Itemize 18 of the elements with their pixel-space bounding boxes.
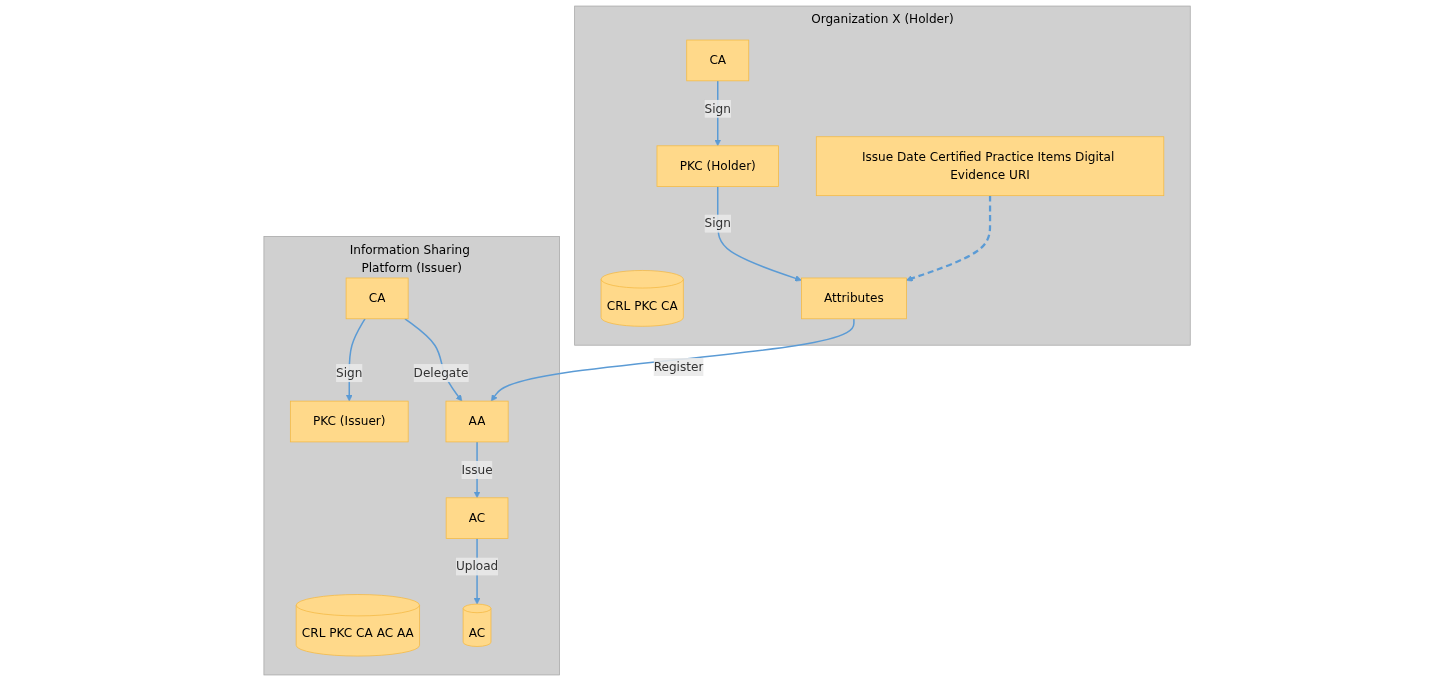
arrow [491,318,856,402]
node-box: CA [346,277,409,320]
edge-label: Upload [456,559,499,574]
edge-label: Issue [461,462,494,477]
node-box: PKC (Issuer) [290,400,409,443]
arrow [717,185,803,282]
node-box: CA [686,39,750,82]
node-box: AC [446,497,509,539]
edge-label: Delegate [414,365,469,380]
node-box: Attributes [801,277,908,320]
edge-label: Sign [704,216,732,231]
node-box: AA [446,400,509,443]
edge-label: Sign [336,365,363,380]
edge-label: Register [654,359,704,374]
node-box: PKC (Holder) [657,145,780,187]
node-box: Issue Date Certified Practice Items Digital Evidence URI [816,136,1165,197]
edge-label: Sign [704,101,732,116]
arrow [906,195,992,282]
